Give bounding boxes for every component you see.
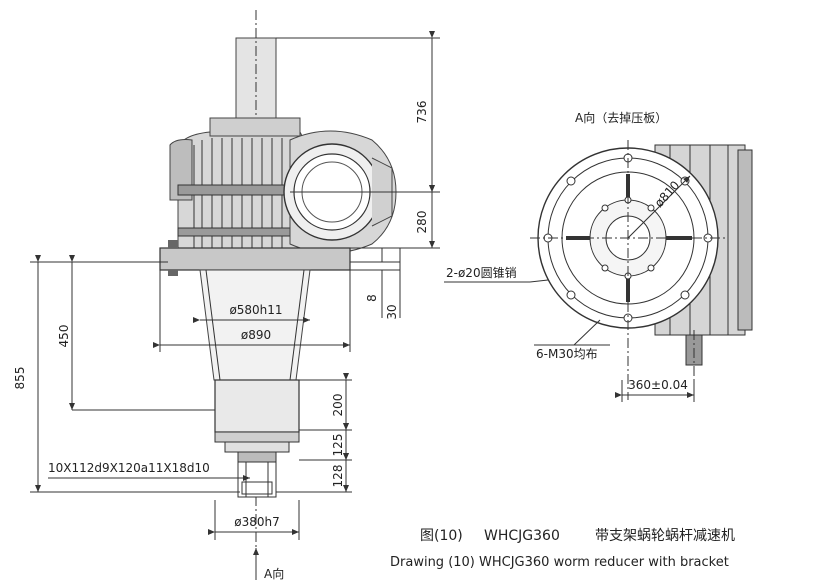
support-bracket [199,269,311,381]
front-view: A向（去掉压板） [444,110,753,402]
dia-580: ø580h11 [229,303,282,317]
spline-spec: 10X112d9X120a11X18d10 [48,461,210,475]
dim-855: 855 [13,367,27,390]
dim-280: 280 [415,211,429,234]
caption-zh-name: 带支架蜗轮蜗杆减速机 [595,528,735,544]
dia-890: ø890 [241,328,271,342]
dim-736: 736 [415,101,429,124]
dia-380: ø380h7 [234,515,280,529]
caption-zh-prefix: 图(10) [420,528,463,544]
side-view: 736 280 8 30 450 855 200 125 128 ø580h11… [13,10,440,581]
dim-360: 360±0.04 [628,378,688,392]
caption: 图(10) WHCJG360 带支架蜗轮蜗杆减速机 Drawing (10) W… [390,528,735,570]
dim-30: 30 [385,304,399,319]
mounting-flange [159,247,351,271]
front-view-title: A向（去掉压板） [575,110,667,125]
dim-200: 200 [331,394,345,417]
dimension-lines [30,31,440,580]
pin-spec: 2-ø20圆锥销 [446,266,517,280]
caption-zh-model: WHCJG360 [484,528,560,544]
output-housing [214,379,300,433]
caption-en: Drawing (10) WHCJG360 worm reducer with … [390,555,729,570]
gearbox-housing [169,117,440,254]
dim-8: 8 [365,294,379,302]
bolt-spec: 6-M30均布 [536,347,598,361]
a-direction-label: A向 [264,566,284,581]
dim-128: 128 [331,465,345,488]
dim-450: 450 [57,325,71,348]
dim-125: 125 [331,434,345,457]
